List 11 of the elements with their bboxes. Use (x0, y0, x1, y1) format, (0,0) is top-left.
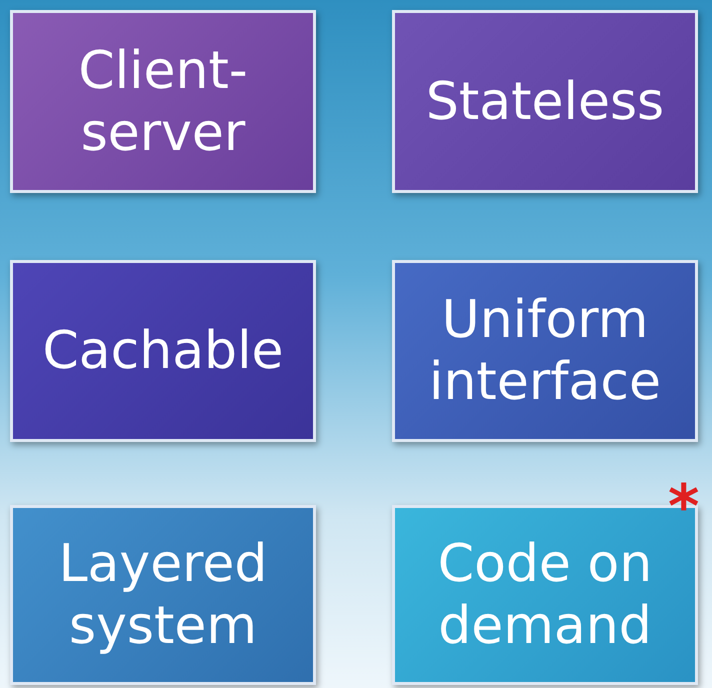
principle-box (10, 260, 316, 442)
box-label: Layered system (58, 533, 268, 657)
principle-box (392, 260, 698, 442)
box-label: Cachable (41, 320, 285, 382)
box-label: Client-server (77, 40, 249, 164)
box-label: Uniform interface (428, 289, 662, 413)
box-label: Code on demand (436, 533, 654, 657)
principle-box (392, 10, 698, 193)
box-label: Stateless (424, 70, 666, 132)
principle-box (10, 505, 316, 685)
principle-box (10, 10, 316, 193)
